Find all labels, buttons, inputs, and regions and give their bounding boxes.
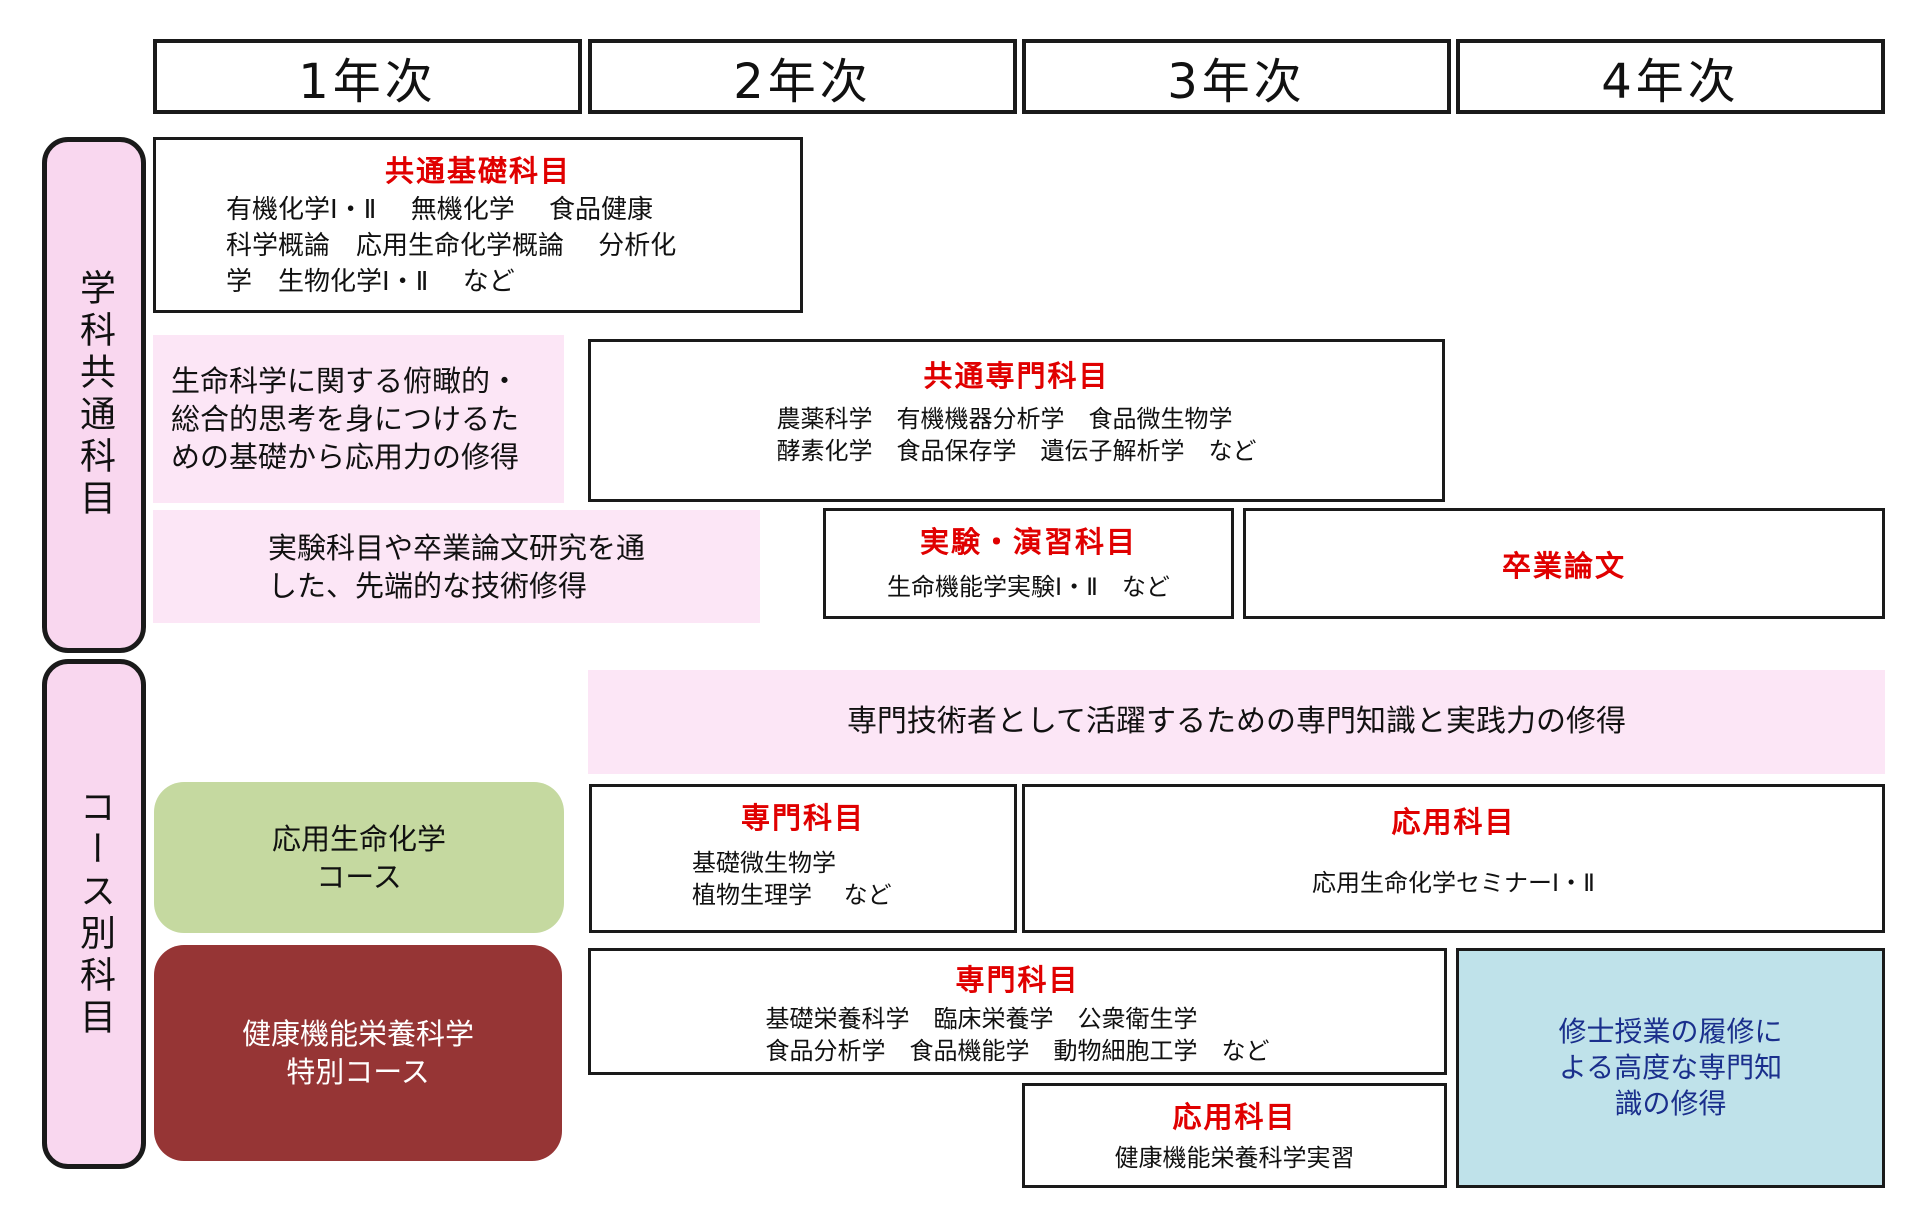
common-specialized-title: 共通専門科目 — [923, 359, 1110, 393]
masters-box: 修士授業の履修に よる高度な専門知 識の修得 — [1456, 948, 1885, 1188]
course-health-pill: 健康機能栄養科学 特別コース — [154, 945, 562, 1161]
applied-bio-applied-title: 応用科目 — [1391, 805, 1516, 839]
common-basic-body: 有機化学Ⅰ・Ⅱ 無機化学 食品健康 科学概論 応用生命化学概論 分析化 学 生物… — [156, 192, 676, 300]
common-desc-1: 生命科学に関する俯瞰的・ 総合的思考を身につけるた めの基礎から応用力の修得 — [153, 335, 564, 503]
health-specialized-box: 専門科目 基礎栄養科学 臨床栄養学 公衆衛生学 食品分析学 食品機能学 動物細胞… — [588, 948, 1447, 1075]
course-label-line: コース — [316, 859, 402, 894]
masters-line: よる高度な専門知 — [1558, 1051, 1783, 1084]
desc-line: 生命科学に関する俯瞰的・ — [171, 364, 520, 398]
thesis-title: 卒業論文 — [1501, 548, 1626, 583]
year-header-4: 4年次 — [1456, 39, 1885, 114]
health-specialized-title: 専門科目 — [955, 963, 1080, 997]
side-label-course-text: コース別科目 — [74, 788, 115, 1040]
course-line: 基礎栄養科学 臨床栄養学 公衆衛生学 — [765, 1005, 1198, 1033]
applied-bio-applied-body: 応用生命化学セミナーⅠ・Ⅱ — [1312, 867, 1595, 899]
thesis-box: 卒業論文 — [1243, 508, 1885, 619]
health-specialized-body: 基礎栄養科学 臨床栄養学 公衆衛生学 食品分析学 食品機能学 動物細胞工学 など — [766, 1003, 1270, 1067]
course-line: 食品分析学 食品機能学 動物細胞工学 など — [765, 1037, 1270, 1065]
course-line: 有機化学Ⅰ・Ⅱ 無機化学 食品健康 — [226, 195, 653, 225]
course-desc-text: 専門技術者として活躍するための専門知識と実践力の修得 — [846, 704, 1627, 739]
course-line: 農薬科学 有機機器分析学 食品微生物学 — [776, 405, 1233, 433]
course-label-line: 特別コース — [286, 1055, 430, 1089]
side-label-common: 学科共通科目 — [42, 137, 146, 653]
desc-line: めの基礎から応用力の修得 — [171, 440, 520, 474]
course-line: 植物生理学 など — [692, 881, 892, 909]
course-applied-bio-pill: 応用生命化学 コース — [154, 782, 564, 933]
common-basic-title: 共通基礎科目 — [384, 154, 571, 188]
experiments-box: 実験・演習科目 生命機能学実験Ⅰ・Ⅱ など — [823, 508, 1234, 619]
experiments-body: 生命機能学実験Ⅰ・Ⅱ など — [887, 571, 1170, 603]
health-applied-title: 応用科目 — [1172, 1100, 1297, 1134]
course-line: 学 生物化学Ⅰ・Ⅱ など — [226, 267, 515, 297]
side-label-course: コース別科目 — [42, 659, 146, 1169]
desc-line: 実験科目や卒業論文研究を通 — [267, 530, 645, 565]
common-basic-box: 共通基礎科目 有機化学Ⅰ・Ⅱ 無機化学 食品健康 科学概論 応用生命化学概論 分… — [153, 137, 803, 313]
common-specialized-body: 農薬科学 有機機器分析学 食品微生物学 酵素化学 食品保存学 遺伝子解析学 など — [777, 403, 1257, 467]
year-label: 3年次 — [1167, 53, 1306, 110]
course-line: 科学概論 応用生命化学概論 分析化 — [226, 231, 677, 261]
experiments-title: 実験・演習科目 — [919, 525, 1137, 559]
year-label: 2年次 — [733, 53, 872, 110]
side-label-common-text: 学科共通科目 — [74, 269, 115, 521]
year-label: 1年次 — [298, 53, 437, 110]
masters-text: 修士授業の履修に よる高度な専門知 識の修得 — [1558, 1014, 1782, 1122]
year-header-2: 2年次 — [588, 39, 1017, 114]
desc-line: した、先端的な技術修得 — [267, 568, 587, 603]
course-line: 健康機能栄養科学実習 — [1114, 1144, 1355, 1172]
course-line: 酵素化学 食品保存学 遺伝子解析学 など — [776, 437, 1257, 465]
applied-bio-specialized-box: 専門科目 基礎微生物学 植物生理学 など — [589, 784, 1017, 933]
course-line: 応用生命化学セミナーⅠ・Ⅱ — [1312, 869, 1595, 897]
year-header-3: 3年次 — [1022, 39, 1451, 114]
common-desc-2: 実験科目や卒業論文研究を通 した、先端的な技術修得 — [153, 510, 760, 623]
course-line: 基礎微生物学 — [692, 849, 836, 877]
year-label: 4年次 — [1601, 53, 1740, 110]
course-label-line: 応用生命化学 — [271, 821, 446, 856]
applied-bio-specialized-title: 専門科目 — [740, 801, 865, 835]
course-line: 生命機能学実験Ⅰ・Ⅱ など — [887, 573, 1170, 601]
applied-bio-applied-box: 応用科目 応用生命化学セミナーⅠ・Ⅱ — [1022, 784, 1885, 933]
health-applied-body: 健康機能栄養科学実習 — [1115, 1142, 1355, 1174]
year-header-1: 1年次 — [153, 39, 582, 114]
masters-line: 修士授業の履修に — [1558, 1015, 1783, 1048]
desc-line: 総合的思考を身につけるた — [171, 402, 520, 436]
applied-bio-specialized-body: 基礎微生物学 植物生理学 など — [592, 847, 892, 911]
course-label-line: 健康機能栄養科学 — [241, 1017, 474, 1051]
health-applied-box: 応用科目 健康機能栄養科学実習 — [1022, 1083, 1447, 1188]
course-desc-band: 専門技術者として活躍するための専門知識と実践力の修得 — [588, 670, 1885, 774]
masters-line: 識の修得 — [1614, 1087, 1727, 1120]
common-specialized-box: 共通専門科目 農薬科学 有機機器分析学 食品微生物学 酵素化学 食品保存学 遺伝… — [588, 339, 1445, 502]
